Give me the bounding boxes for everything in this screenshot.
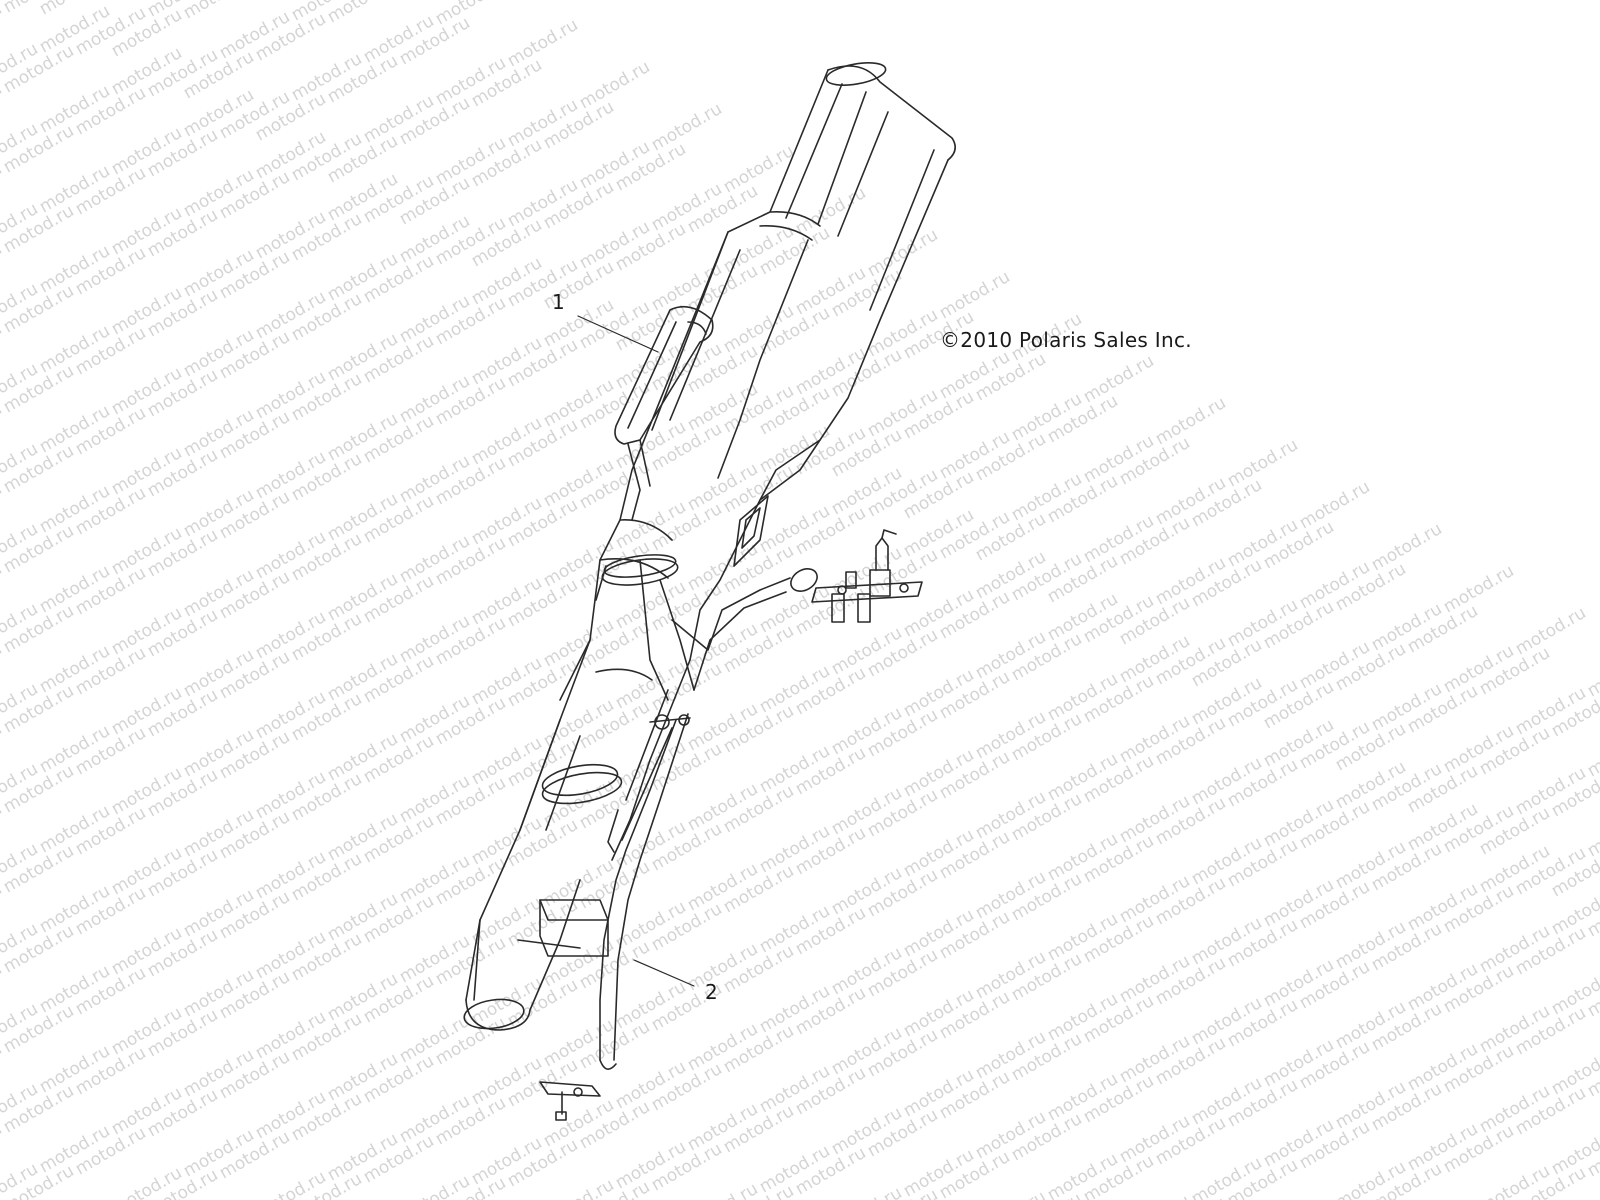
exhaust-pipe — [539, 495, 818, 1121]
muffler-body — [463, 62, 956, 1031]
callout-2: 2 — [705, 980, 718, 1004]
leader-lines — [577, 315, 695, 987]
heat-shield — [614, 305, 714, 521]
callout-1: 1 — [552, 290, 565, 314]
copyright-notice: ©2010 Polaris Sales Inc. — [940, 328, 1192, 352]
front-flange-assembly — [811, 529, 923, 623]
